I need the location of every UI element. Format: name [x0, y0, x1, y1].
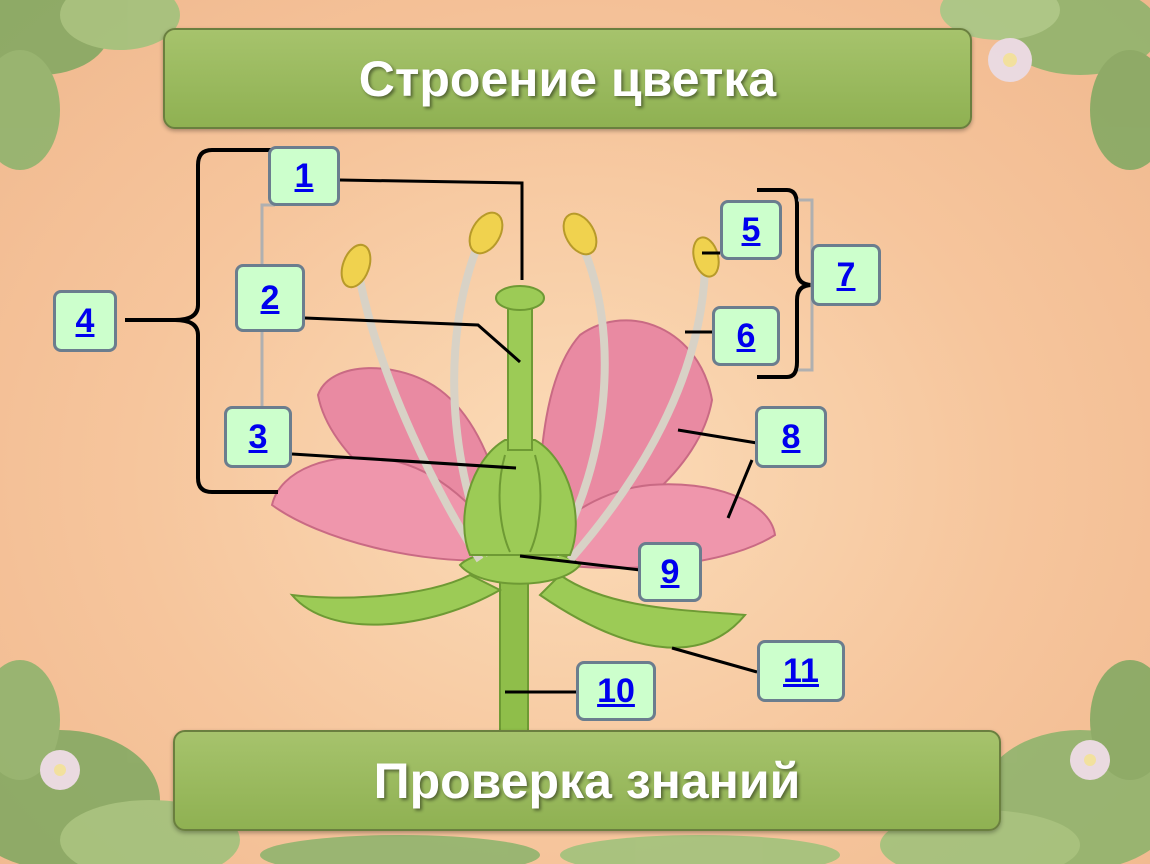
pistil-ovary	[463, 439, 577, 556]
flower-petal-front-left	[270, 456, 507, 562]
label-4-text: 4	[75, 301, 95, 340]
stamen-anther-3	[562, 212, 598, 256]
flower-stem	[499, 559, 529, 741]
stamen-anther-2	[468, 211, 504, 255]
label-10-button[interactable]: 10	[576, 661, 656, 721]
label-2-button[interactable]: 2	[235, 264, 305, 332]
slide-title: Строение цветка	[358, 50, 777, 107]
stamen-anther-1	[340, 243, 372, 289]
label-9-text: 9	[660, 552, 680, 591]
leader-line-9	[519, 554, 641, 572]
label-8-text: 8	[781, 417, 801, 456]
label-1-text: 1	[294, 156, 314, 195]
label-3-text: 3	[248, 417, 268, 456]
pistil-style	[507, 304, 533, 451]
bracket-4	[125, 148, 278, 494]
bracket-7	[757, 188, 813, 379]
check-knowledge-button[interactable]: Проверка знаний	[173, 730, 1001, 831]
label-7-text: 7	[836, 255, 856, 294]
label-7-button[interactable]: 7	[811, 244, 881, 306]
label-1-button[interactable]: 1	[268, 146, 340, 206]
label-3-button[interactable]: 3	[224, 406, 292, 468]
pistil-stigma	[495, 285, 545, 311]
label-9-button[interactable]: 9	[638, 542, 702, 602]
label-10-text: 10	[597, 671, 635, 710]
label-11-text: 11	[783, 651, 819, 690]
label-5-button[interactable]: 5	[720, 200, 782, 260]
label-8-button[interactable]: 8	[755, 406, 827, 468]
leader-line-8b	[726, 459, 754, 519]
label-6-text: 6	[736, 316, 756, 355]
flower-sepal-left	[289, 573, 503, 626]
label-11-button[interactable]: 11	[757, 640, 845, 702]
check-knowledge-label: Проверка знаний	[373, 752, 801, 809]
label-2-text: 2	[260, 278, 280, 317]
title-bar: Строение цветка	[163, 28, 972, 129]
leader-line-2	[304, 316, 521, 364]
label-6-button[interactable]: 6	[712, 306, 780, 366]
leader-line-8a	[677, 428, 758, 445]
label-5-text: 5	[741, 210, 761, 249]
stamen-anther-4	[692, 236, 720, 278]
leader-line-11	[671, 646, 758, 674]
flower-sepal-right	[538, 573, 747, 649]
leader-line-1	[339, 178, 524, 280]
leader-line-3	[291, 452, 517, 470]
label-4-button[interactable]: 4	[53, 290, 117, 352]
